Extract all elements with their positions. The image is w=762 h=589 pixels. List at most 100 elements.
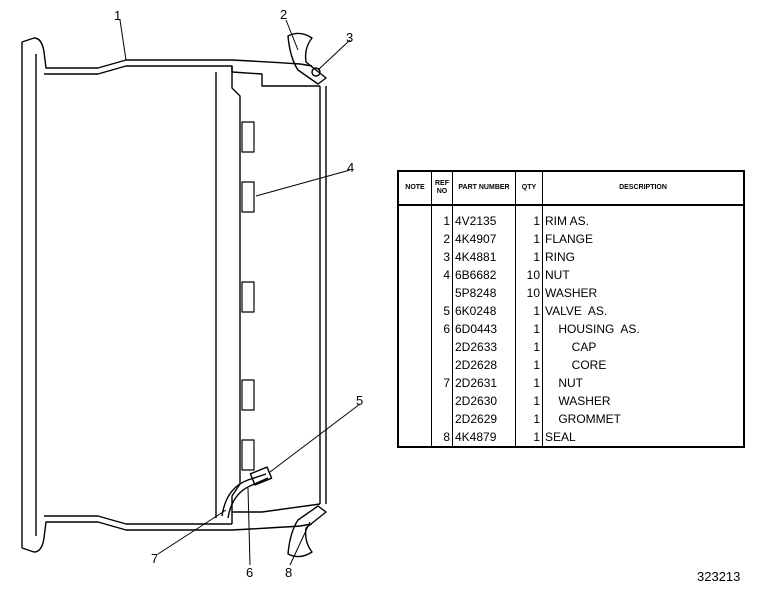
cell-note — [397, 410, 432, 428]
cell-part: 2D2633 — [452, 338, 516, 356]
callout-4: 4 — [347, 160, 354, 175]
bolt-row — [241, 121, 255, 471]
cell-part: 6K0248 — [452, 302, 516, 320]
cell-qty: 1 — [515, 428, 543, 448]
flange-top — [287, 32, 327, 85]
cell-part: 2D2630 — [452, 392, 516, 410]
flange-bottom — [287, 505, 327, 558]
cell-note — [397, 374, 432, 392]
header-ref-no: REF NO — [431, 170, 453, 206]
cell-ref: 4 — [431, 266, 453, 284]
cell-qty: 1 — [515, 374, 543, 392]
cell-qty: 1 — [515, 338, 543, 356]
cell-ref: 7 — [431, 374, 453, 392]
rim-top-inner — [44, 65, 233, 75]
callout-1: 1 — [114, 8, 121, 23]
cell-qty: 1 — [515, 320, 543, 338]
callout-2: 2 — [280, 7, 287, 22]
cell-note — [397, 428, 432, 448]
cell-note — [397, 284, 432, 302]
cell-qty: 1 — [515, 230, 543, 248]
header-qty: QTY — [515, 170, 543, 206]
rim-top-outline — [21, 37, 313, 69]
cell-ref — [431, 356, 453, 374]
cell-qty: 1 — [515, 410, 543, 428]
cell-ref: 2 — [431, 230, 453, 248]
cell-part: 2D2629 — [452, 410, 516, 428]
ring-top — [311, 67, 321, 77]
cell-note — [397, 212, 432, 230]
cell-desc: VALVE AS. — [542, 302, 745, 320]
cell-ref — [431, 410, 453, 428]
rim-bottom-outline — [21, 521, 313, 553]
cell-desc: NUT — [542, 374, 745, 392]
cell-part: 4K4907 — [452, 230, 516, 248]
cell-part: 2D2628 — [452, 356, 516, 374]
cell-qty: 1 — [515, 356, 543, 374]
callout-8: 8 — [285, 565, 292, 580]
callout-3: 3 — [346, 30, 353, 45]
header-description: DESCRIPTION — [542, 170, 745, 206]
cell-part: 5P8248 — [452, 284, 516, 302]
cell-ref: 1 — [431, 212, 453, 230]
cell-ref: 6 — [431, 320, 453, 338]
cell-note — [397, 230, 432, 248]
cell-part: 4K4879 — [452, 428, 516, 448]
callout-6: 6 — [246, 565, 253, 580]
cell-ref — [431, 284, 453, 302]
parts-table: NOTE REF NO PART NUMBER QTY DESCRIPTION … — [397, 170, 745, 448]
rim-bottom-inner — [44, 515, 232, 525]
cell-note — [397, 302, 432, 320]
valve-stem — [221, 473, 269, 519]
cell-desc: CORE — [542, 356, 745, 374]
figure-id: 323213 — [697, 569, 741, 584]
cell-desc: HOUSING AS. — [542, 320, 745, 338]
cell-part: 2D2631 — [452, 374, 516, 392]
cell-ref: 3 — [431, 248, 453, 266]
leader-lines — [119, 19, 361, 566]
header-part-number: PART NUMBER — [452, 170, 516, 206]
cell-note — [397, 320, 432, 338]
cell-note — [397, 248, 432, 266]
cell-qty: 1 — [515, 302, 543, 320]
cell-qty: 1 — [515, 212, 543, 230]
cell-note — [397, 356, 432, 374]
table-header-row: NOTE REF NO PART NUMBER QTY DESCRIPTION — [397, 170, 745, 206]
center-disc — [231, 66, 241, 524]
cell-note — [397, 392, 432, 410]
cell-qty: 1 — [515, 392, 543, 410]
cell-desc: WASHER — [542, 392, 745, 410]
valve-housing — [249, 466, 273, 486]
cell-part: 4K4881 — [452, 248, 516, 266]
cell-part: 4V2135 — [452, 212, 516, 230]
callout-7: 7 — [151, 551, 158, 566]
cell-qty: 10 — [515, 284, 543, 302]
disc-web-bottom — [232, 503, 321, 513]
cell-desc: GROMMET — [542, 410, 745, 428]
cell-desc: RING — [542, 248, 745, 266]
callout-5: 5 — [356, 393, 363, 408]
cell-ref — [431, 338, 453, 356]
cell-desc: WASHER — [542, 284, 745, 302]
cell-desc: FLANGE — [542, 230, 745, 248]
cell-ref: 8 — [431, 428, 453, 448]
cell-note — [397, 338, 432, 356]
cell-qty: 10 — [515, 266, 543, 284]
cell-desc: NUT — [542, 266, 745, 284]
disc-web — [231, 71, 320, 87]
header-note: NOTE — [397, 170, 432, 206]
